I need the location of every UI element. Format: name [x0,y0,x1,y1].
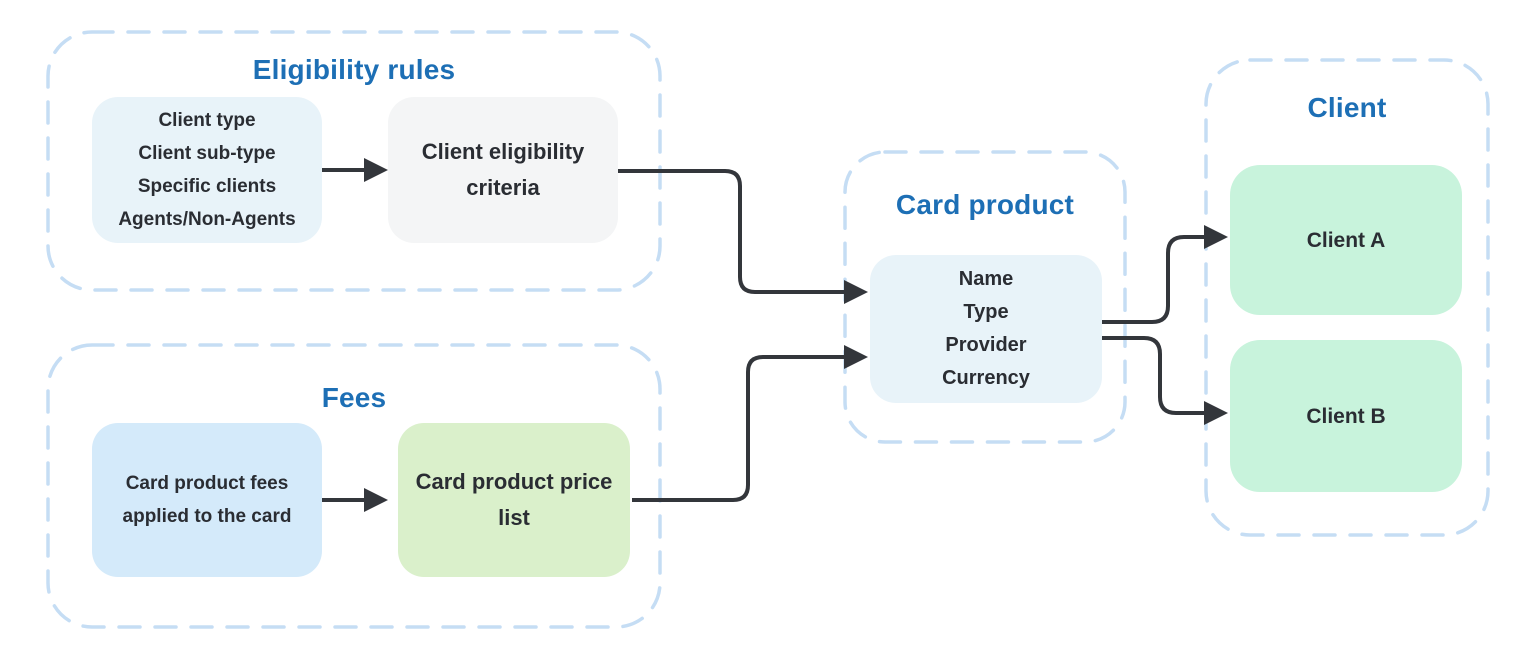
node-text-line: criteria [466,175,540,200]
group-title-eligibility-rules: Eligibility rules [252,54,456,85]
node-eligibility-inputs: Client type Client sub-type Specific cli… [92,97,322,243]
node-card-product-fees: Card product fees applied to the card [92,423,322,577]
group-title-client: Client [1307,92,1387,123]
node-text-line: Currency [942,367,1030,389]
arrow-cardproduct-to-client-b [1102,336,1228,425]
node-text-line: applied to the card [122,506,292,527]
node-text-line: Specific clients [137,176,277,197]
node-text-line: Client sub-type [138,143,276,164]
node-text-line: list [498,505,530,530]
node-card-product-attrs: Name Type Provider Currency [870,255,1102,403]
node-text-line: Name [958,268,1014,290]
group-title-fees: Fees [321,382,387,413]
node-text-line: Card product fees [125,473,289,494]
node-text-line: Card product price [415,469,613,494]
arrow-pricelist-to-cardproduct [632,345,868,502]
node-text-line: Client type [158,110,256,131]
node-text-line: Client eligibility [421,139,585,164]
node-text-line: Client B [1306,404,1386,428]
group-title-card-product: Card product [895,189,1075,220]
node-text-line: Agents/Non-Agents [118,209,296,230]
node-text-line: Provider [945,334,1027,356]
node-client-eligibility-criteria: Client eligibility criteria [388,97,618,243]
arrow-criteria-to-cardproduct [618,169,868,304]
node-text-line: Client A [1306,228,1386,252]
group-border-eligibility-rules [46,30,662,292]
node-card-product-price-list: Card product price list [398,423,630,577]
node-client-a: Client A [1230,165,1462,315]
node-text-line: Type [963,301,1009,323]
arrow-cardproduct-to-client-a [1102,225,1228,324]
node-client-b: Client B [1230,340,1462,492]
group-border-fees [46,343,662,629]
